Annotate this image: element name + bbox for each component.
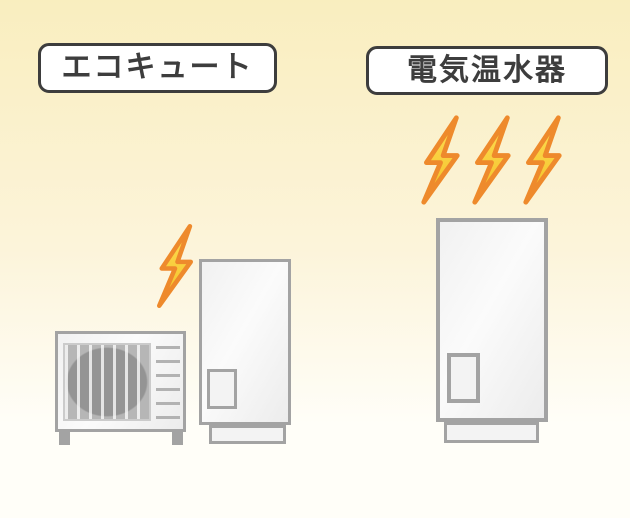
vent-louvers [156,346,180,420]
fan-grille [63,343,151,421]
lightning-bolt-icon [472,115,511,205]
heat-pump-leg-left [59,432,70,445]
lightning-bolt-icon [421,115,460,205]
ecocute-bolt-group [151,217,199,315]
ecocute-tank-access-panel [207,369,237,409]
heat-pump-leg-right [172,432,183,445]
lightning-bolt-icon [157,224,193,308]
lightning-bolt-icon [523,115,562,205]
electric-heater-label-text: 電気温水器 [407,53,567,87]
ecocute-tank-base [209,425,286,444]
electric-tank-access-panel [447,353,480,403]
electric-heater-label: 電気温水器 [366,46,608,95]
ecocute-label-text: エコキュート [61,51,254,84]
electric-tank-base [444,422,539,443]
ecocute-label: エコキュート [38,43,277,93]
electric-heater-bolt-group [415,108,568,212]
